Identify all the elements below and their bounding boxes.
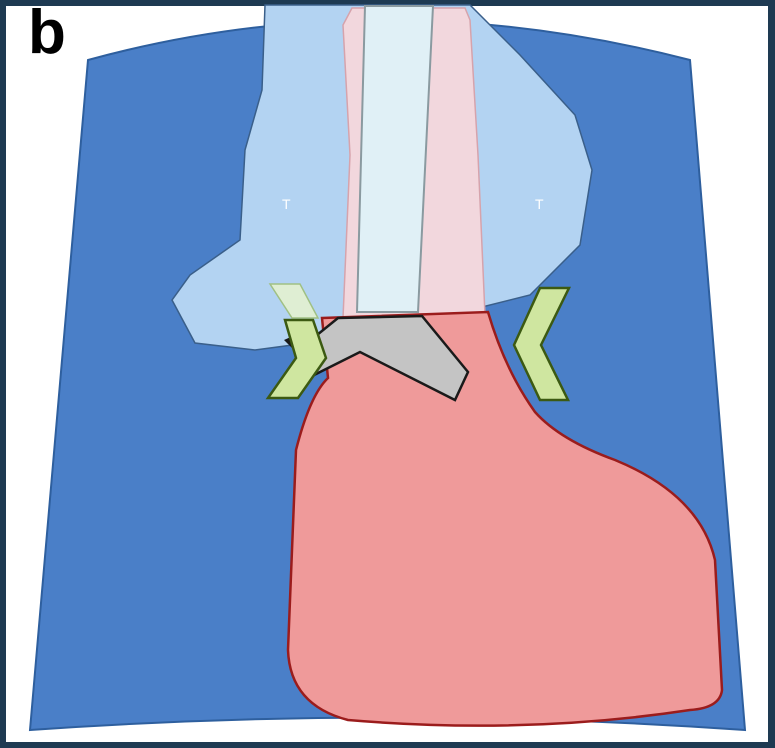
frame-right xyxy=(768,0,775,748)
tumour-label-right: T xyxy=(535,196,544,212)
frame-left xyxy=(0,0,6,748)
panel-label: b xyxy=(28,2,66,64)
tumour-label-left: T xyxy=(282,196,291,212)
frame-bottom xyxy=(0,742,775,748)
